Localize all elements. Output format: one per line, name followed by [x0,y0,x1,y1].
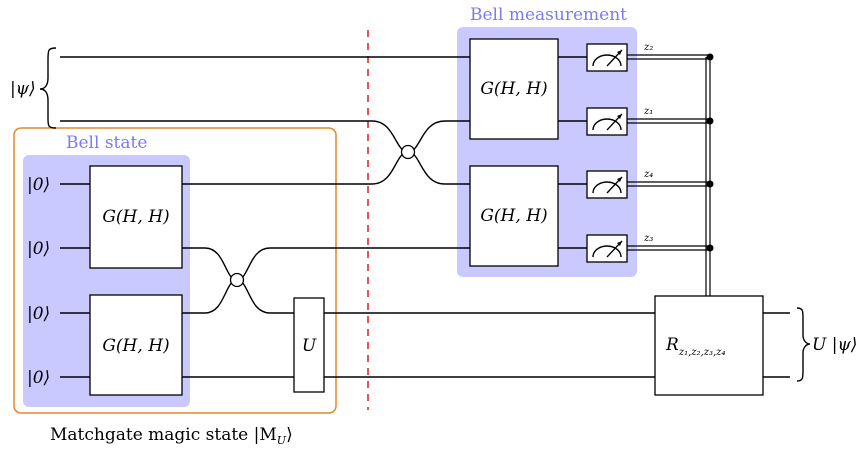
bell-measurement-label: Bell measurement [470,5,627,25]
psi-input-label: |ψ⟩ [10,79,36,99]
gate-ghh-meas-1-label: G(H, H) [480,79,547,99]
gate-ghh-prep-1-label: G(H, H) [102,207,169,227]
control-dot [706,180,714,188]
control-dot [706,53,714,61]
zero-input-4: |0⟩ [27,368,50,388]
gate-u-label: U [302,336,317,356]
wire-5 [182,279,655,314]
control-dot [706,244,714,252]
output-brace [796,307,811,382]
gate-ghh-meas-2 [469,165,559,267]
control-dot [706,117,714,125]
gate-ghh-meas-1 [469,38,559,140]
meter-icon [586,107,628,136]
gate-ghh-prep-2 [89,294,183,396]
gate-u [293,297,325,393]
meter-icon [586,234,628,263]
meter-icon [586,43,628,72]
swap-node-top [400,144,416,160]
outcome-label: z₁ [643,106,653,117]
wire-4 [182,247,470,281]
zero-input-2: |0⟩ [27,239,50,259]
output-label: U |ψ⟩ [812,335,857,355]
classical-wires [627,54,711,296]
gate-ghh-prep-2-label: G(H, H) [102,336,169,356]
psi-brace [39,47,57,129]
magic-state-border [13,127,337,414]
gate-ghh-prep-1 [89,165,183,269]
correction-gate-label: Rz₁,z₂,z₃,z₄ [665,335,725,358]
magic-state-caption: Matchgate magic state |MU⟩ [50,425,293,447]
swap-node-bottom [229,272,245,288]
correction-gate [654,295,764,396]
zero-input-1: |0⟩ [27,175,50,195]
gate-ghh-meas-2-label: G(H, H) [480,206,547,226]
bell-state-label: Bell state [66,133,147,153]
meter-icon [586,170,628,199]
outcome-label: z₄ [643,169,653,180]
zero-input-3: |0⟩ [27,304,50,324]
outcome-label: z₃ [643,233,653,244]
outcome-label: z₂ [643,42,653,53]
